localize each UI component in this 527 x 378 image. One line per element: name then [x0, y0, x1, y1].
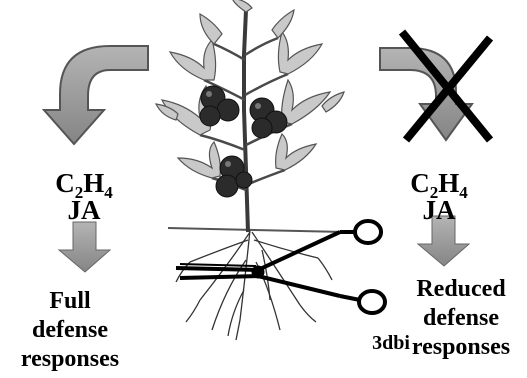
right-ethylene-label: C2H4: [400, 170, 478, 197]
outcome-line: defense: [0, 316, 140, 345]
outcome-line: Reduced: [395, 275, 527, 304]
full-defense-outcome: Full defense responses: [0, 287, 140, 374]
left-curved-arrow-icon: [44, 46, 148, 144]
left-ethylene-label: C2H4: [45, 170, 123, 197]
outcome-line: responses: [0, 345, 140, 374]
right-hormone-labels: C2H4 JA: [400, 170, 478, 224]
treatment-label: 3dbi: [356, 333, 426, 353]
left-hormone-labels: C2H4 JA: [45, 170, 123, 224]
left-down-arrow-icon: [59, 222, 110, 272]
outcome-line: defense: [395, 304, 527, 333]
outcome-line: Full: [0, 287, 140, 316]
scissors-icon: [176, 221, 385, 313]
